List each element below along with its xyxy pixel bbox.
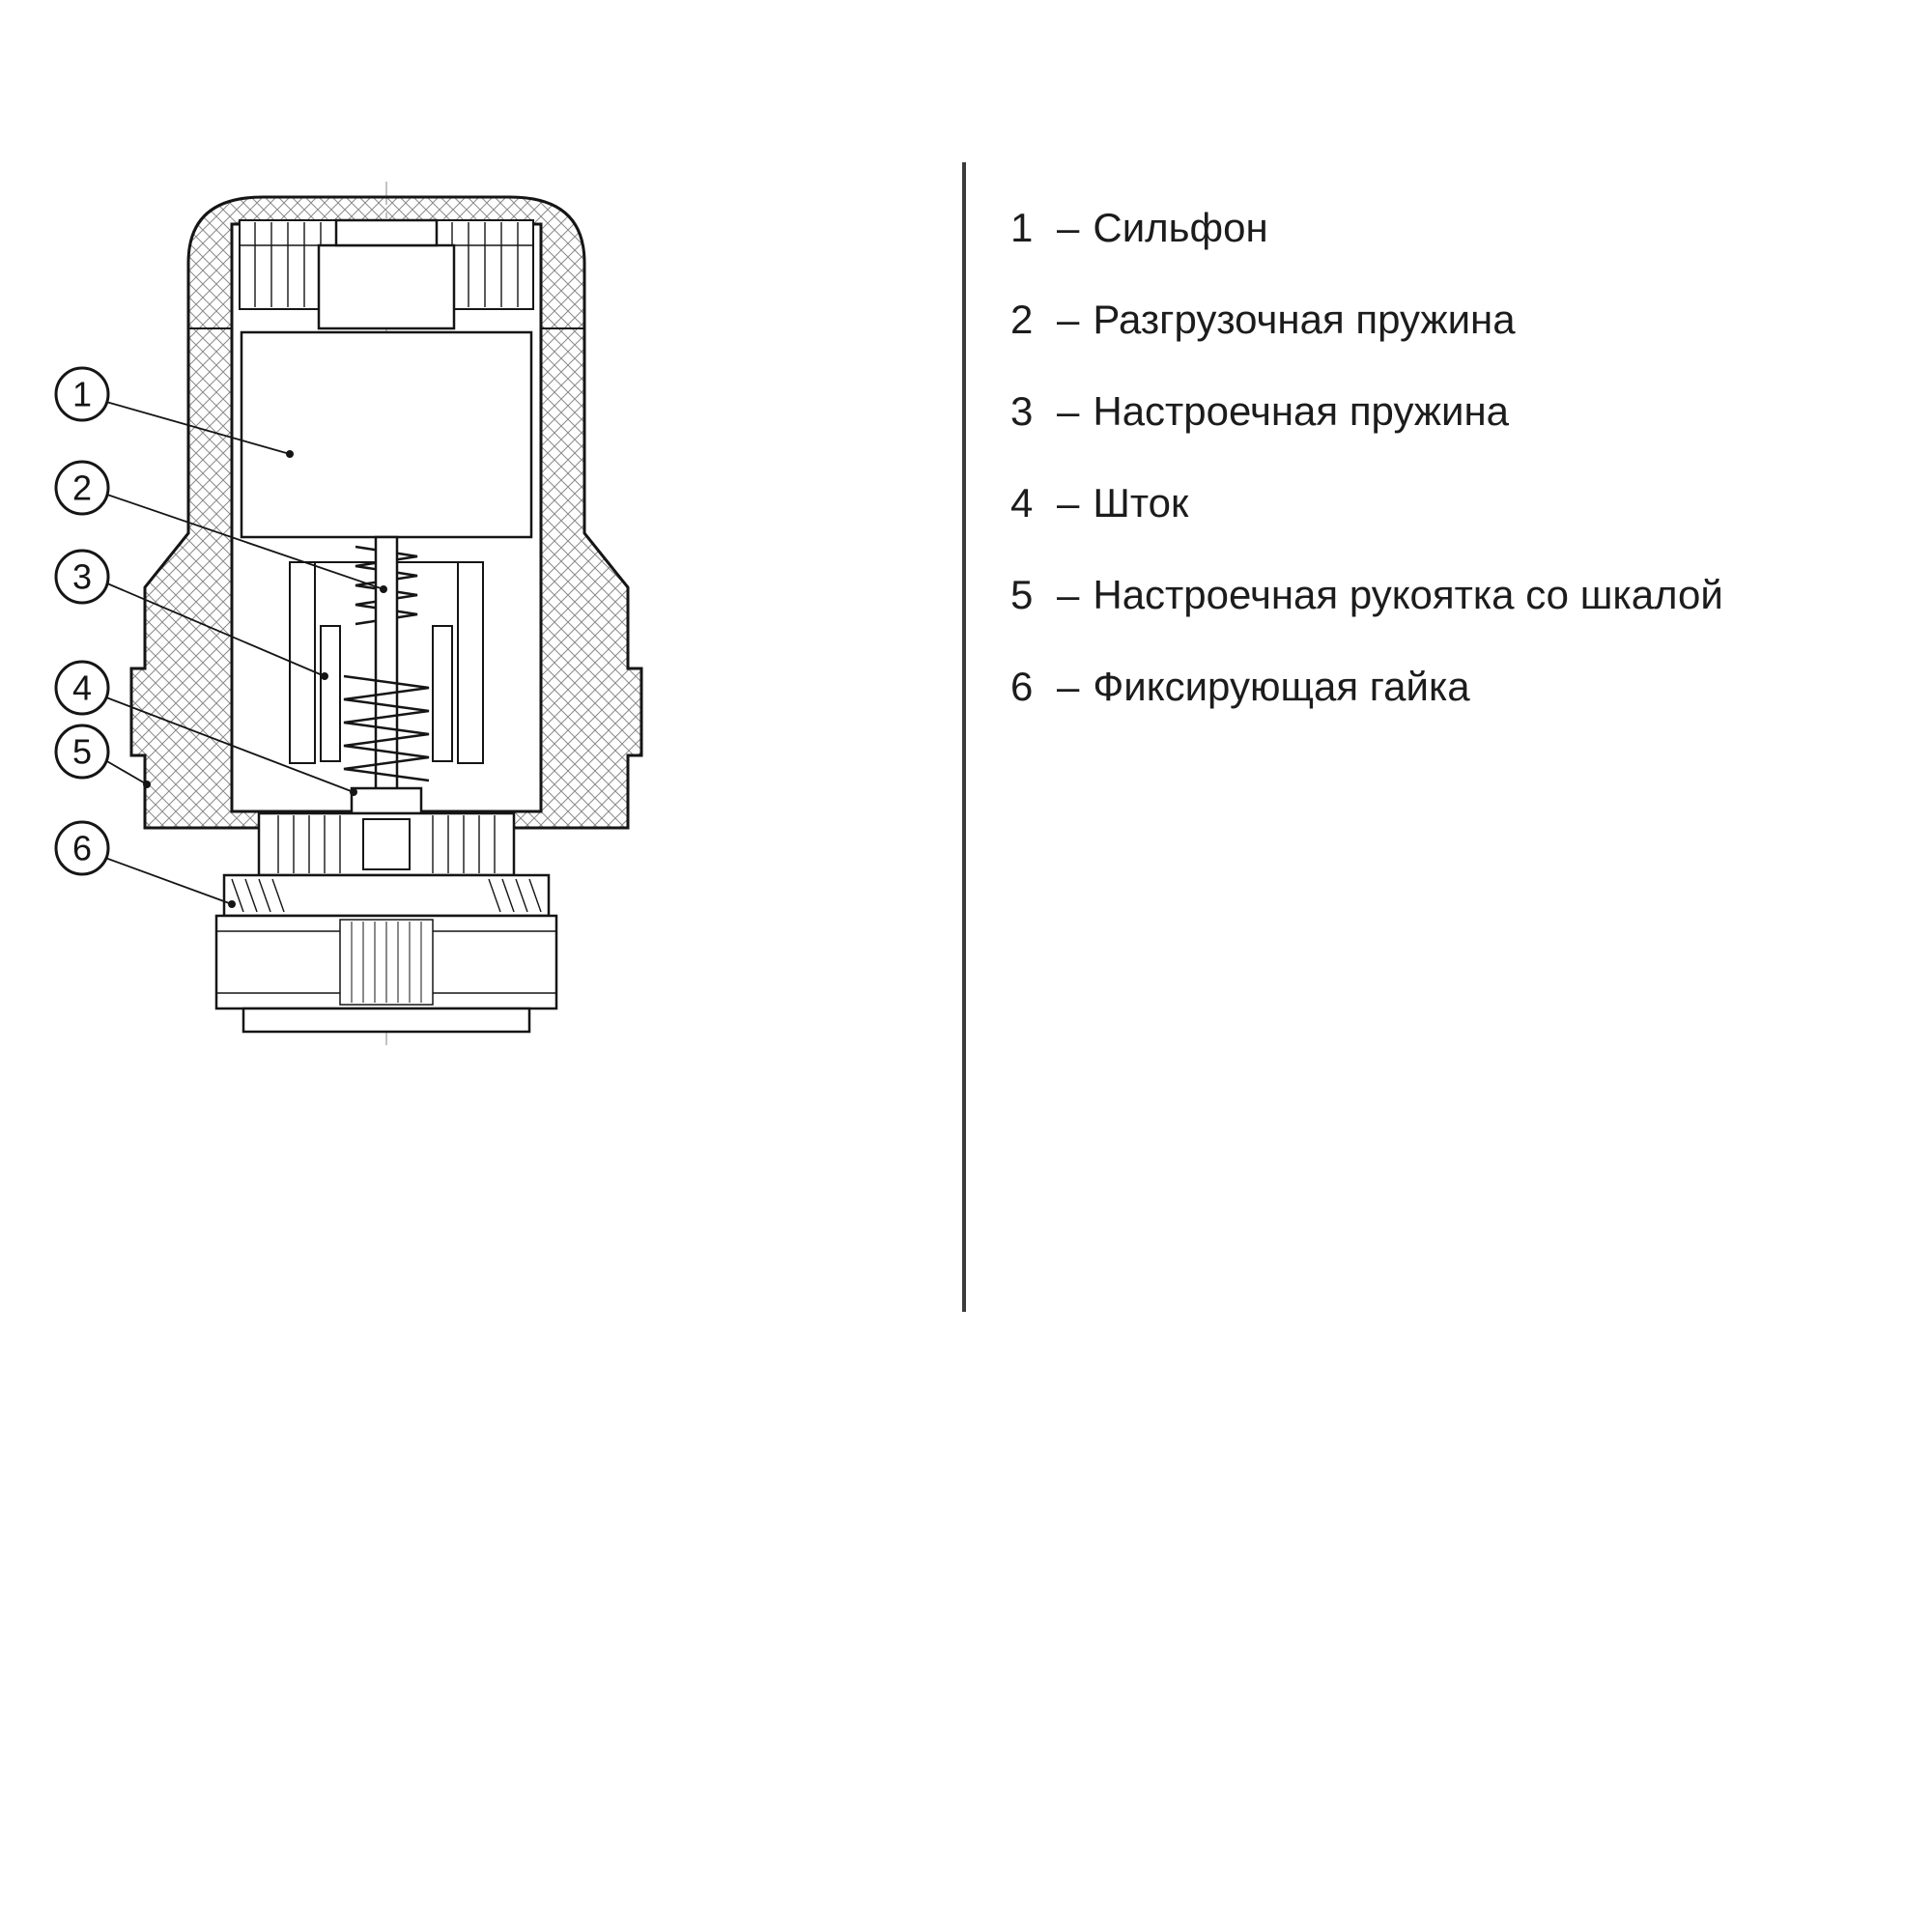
legend-item: 1–Сильфон: [1010, 182, 1723, 273]
stem: [374, 535, 399, 798]
cap-ribbed-insert: [239, 218, 534, 330]
legend-item-label: Настроечная рукоятка со шкалой: [1093, 572, 1723, 617]
legend-item-number: 4: [1010, 480, 1034, 526]
thermostatic-head-cross-section-diagram: 1 2 3 4 5 6: [54, 182, 643, 1045]
callout-1: 1: [54, 366, 110, 422]
callouts: 1 2 3 4 5 6: [54, 366, 110, 876]
callout-6: 6: [54, 820, 110, 876]
legend-item-label: Настроечная пружина: [1093, 388, 1510, 434]
adjustment-spring: [343, 674, 430, 782]
legend-item-label: Шток: [1093, 480, 1189, 526]
vertical-divider: [962, 162, 966, 1312]
legend-item-separator: –: [1057, 297, 1080, 342]
legend-item-label: Разгрузочная пружина: [1093, 297, 1516, 342]
legend-item-number: 2: [1010, 297, 1034, 342]
callout-2-number: 2: [72, 469, 92, 508]
stem-foot: [350, 786, 423, 815]
callout-2: 2: [54, 460, 110, 516]
legend-item: 6–Фиксирующая гайка: [1010, 640, 1723, 732]
legend-item-separator: –: [1057, 388, 1080, 434]
legend-item: 2–Разгрузочная пружина: [1010, 273, 1723, 365]
callout-5-number: 5: [72, 732, 92, 772]
outer-sleeve-right: [457, 561, 484, 764]
legend-item-number: 3: [1010, 388, 1034, 434]
legend-item-separator: –: [1057, 664, 1080, 709]
legend-item-label: Сильфон: [1093, 205, 1268, 250]
legend-item-label: Фиксирующая гайка: [1093, 664, 1470, 709]
callout-6-number: 6: [72, 829, 92, 868]
legend-item-number: 1: [1010, 205, 1034, 250]
legend-item-number: 6: [1010, 664, 1034, 709]
legend: 1–Сильфон 2–Разгрузочная пружина 3–Настр…: [1010, 182, 1723, 732]
inner-sleeve-left: [320, 625, 341, 762]
legend-item-separator: –: [1057, 480, 1080, 526]
fixing-nut: [214, 873, 558, 1034]
legend-item-separator: –: [1057, 572, 1080, 617]
callout-4-number: 4: [72, 668, 92, 708]
callout-3-number: 3: [72, 557, 92, 597]
ribbed-neck: [257, 811, 516, 877]
internal-mechanism: [242, 535, 531, 815]
legend-item: 5–Настроечная рукоятка со шкалой: [1010, 549, 1723, 640]
callout-3: 3: [54, 549, 110, 605]
legend-item: 3–Настроечная пружина: [1010, 365, 1723, 457]
leader-lines: [104, 401, 387, 908]
callout-5: 5: [54, 724, 110, 780]
inner-sleeve-right: [432, 625, 453, 762]
callout-1-number: 1: [72, 375, 92, 414]
bellows: [240, 330, 533, 539]
callout-4: 4: [54, 660, 110, 716]
legend-item-number: 5: [1010, 572, 1034, 617]
legend-item: 4–Шток: [1010, 457, 1723, 549]
legend-item-separator: –: [1057, 205, 1080, 250]
